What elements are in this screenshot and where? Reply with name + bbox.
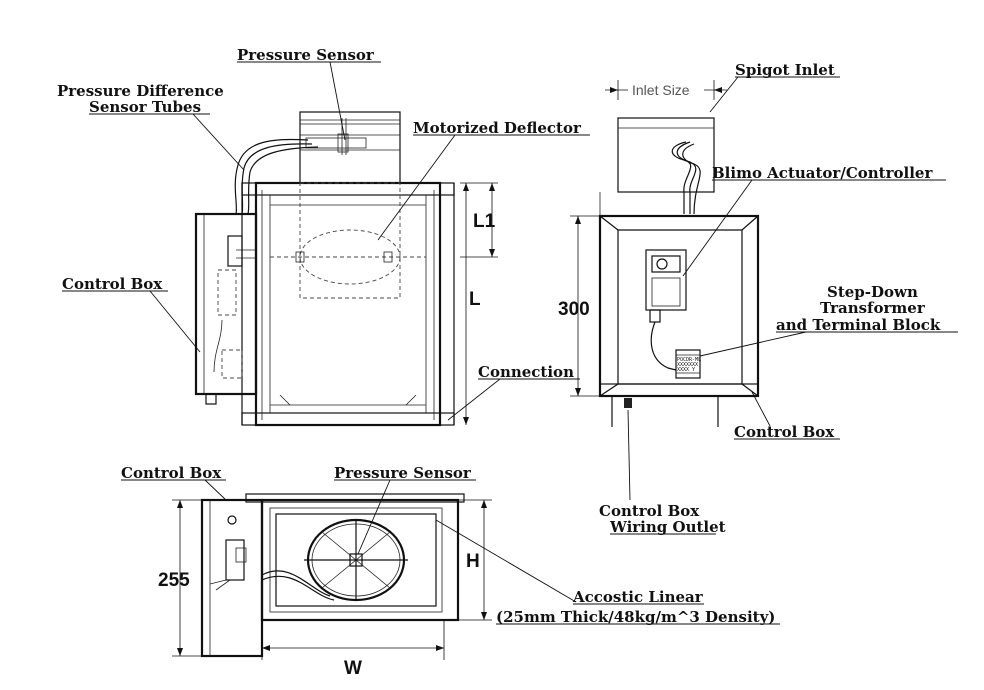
terminal-text-1: POCDR-ML <box>677 357 701 363</box>
label-transformer-3: and Terminal Block <box>776 316 941 334</box>
main-body-bottom <box>260 498 460 622</box>
label-pressure-sensor-bottom: Pressure Sensor <box>334 464 472 482</box>
label-wiring-outlet-1: Control Box <box>599 502 700 520</box>
dimension-255-label: 255 <box>158 570 190 591</box>
label-actuator: Blimo Actuator/Controller <box>712 164 933 182</box>
label-control-box-left: Control Box <box>62 275 163 293</box>
label-transformer-2: Transformer <box>820 299 926 317</box>
terminal-text-2: ХХХХХХХ <box>677 362 698 368</box>
dimension-l-label: L <box>469 289 481 310</box>
side-elevation-view: L1 L <box>194 111 498 427</box>
front-elevation-view: POCDR-ML ХХХХХХХ ХХХХ Y Inlet Size 300 <box>558 80 760 427</box>
terminal-block: POCDR-ML ХХХХХХХ ХХХХ Y <box>675 349 701 379</box>
dimension-l1-label: L1 <box>473 211 496 232</box>
dimension-l1 <box>460 182 498 258</box>
dimension-w-label: W <box>344 658 362 679</box>
label-control-box-right: Control Box <box>734 423 835 441</box>
label-connection: Connection <box>478 363 574 381</box>
label-acoustic-2: (25mm Thick/48kg/m^3 Density) <box>496 608 775 626</box>
dimension-h <box>458 499 492 621</box>
dimension-inlet-size <box>605 80 727 100</box>
dimension-inlet-size-label: Inlet Size <box>632 82 690 98</box>
label-control-box-bottom: Control Box <box>121 464 222 482</box>
dimension-255 <box>172 499 202 657</box>
sensor-tubes-left <box>234 138 319 215</box>
dimension-300-label: 300 <box>558 299 590 320</box>
spigot-inlet <box>617 117 715 193</box>
label-transformer-1: Step-Down <box>827 283 918 301</box>
dimension-l <box>463 183 469 425</box>
label-wiring-outlet-2: Wiring Outlet <box>609 518 726 536</box>
main-body-left <box>254 181 442 427</box>
pressure-sensor-ring <box>305 118 367 155</box>
label-spigot-inlet: Spigot Inlet <box>735 61 835 79</box>
dimension-h-label: H <box>466 551 480 572</box>
dimension-w <box>261 620 445 660</box>
label-pressure-difference-2: Sensor Tubes <box>89 98 201 116</box>
label-pressure-sensor-top: Pressure Sensor <box>237 46 375 64</box>
terminal-text-3: ХХХХ Y <box>677 367 695 373</box>
control-box-left <box>194 212 258 396</box>
label-motorized-deflector: Motorized Deflector <box>413 119 582 137</box>
belimo-actuator <box>645 249 687 323</box>
plan-view: 255 H W <box>158 493 492 679</box>
dimension-300 <box>570 215 600 397</box>
label-acoustic-1: Accostic Linear <box>572 588 704 606</box>
label-pressure-difference-1: Pressure Difference <box>57 82 224 100</box>
